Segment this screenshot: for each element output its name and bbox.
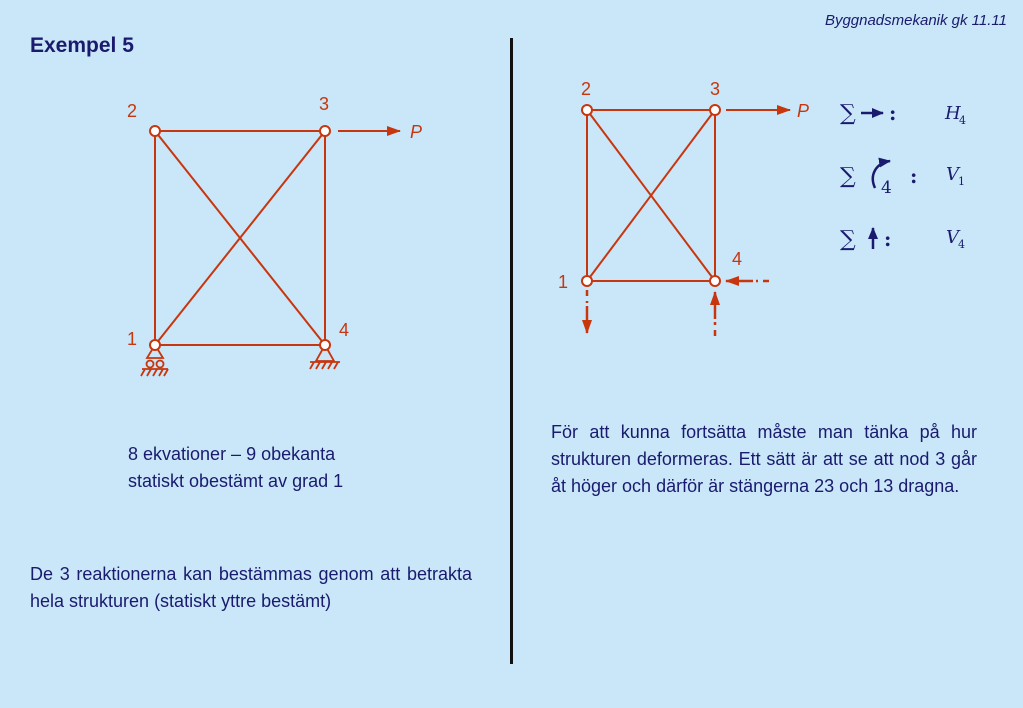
member-13 <box>586 109 716 282</box>
left-truss <box>154 130 326 346</box>
sum-symbol: ∑ <box>840 227 856 252</box>
equation-colon: : <box>884 227 891 251</box>
moment-node: 4 <box>881 178 892 198</box>
node-4 <box>319 339 331 351</box>
node-label-4: 4 <box>732 249 742 269</box>
course-header: Byggnadsmekanik gk 11.11 <box>824 12 1007 29</box>
node-label-4: 4 <box>339 320 349 340</box>
page-title: Exempel 5 <box>30 34 134 57</box>
equation-moment: ∑ 4 : V 1 <box>840 157 965 198</box>
node-label-3: 3 <box>710 79 720 99</box>
unknown-subscript: 1 <box>958 175 965 188</box>
node-2 <box>149 125 161 137</box>
unknown-subscript: 4 <box>958 238 965 251</box>
equation-count-line: 8 ekvationer – 9 obekanta <box>128 444 336 464</box>
equation-colon: : <box>889 101 896 125</box>
indeterminacy-line: statiskt obestämt av grad 1 <box>128 471 344 491</box>
unknown-subscript: 4 <box>959 114 966 127</box>
sum-symbol: ∑ <box>840 164 856 189</box>
sum-symbol: ∑ <box>840 101 856 126</box>
node-label-1: 1 <box>127 329 137 349</box>
right-truss <box>586 109 716 282</box>
deformation-paragraph: För att kunna fortsätta måste man tänka … <box>551 422 977 496</box>
member-13 <box>154 130 326 346</box>
unknown-symbol: V <box>946 164 961 185</box>
equation-vertical: ∑ : V 4 <box>840 227 965 252</box>
node-3 <box>709 104 721 116</box>
node-3 <box>319 125 331 137</box>
node-label-1: 1 <box>558 272 568 292</box>
unknown-symbol: V <box>946 227 961 248</box>
load-label: P <box>797 101 809 121</box>
roller-support <box>140 343 169 377</box>
unknown-symbol: H <box>944 103 961 124</box>
reactions-paragraph: De 3 reaktionerna kan bestämmas genom at… <box>30 564 472 611</box>
column-divider <box>510 38 513 664</box>
node-4 <box>709 275 721 287</box>
equation-colon: : <box>910 164 917 188</box>
equation-count-note: 8 ekvationer – 9 obekanta statiskt obest… <box>128 441 428 495</box>
node-1 <box>149 339 161 351</box>
moment-arrow-icon <box>871 157 891 189</box>
node-label-3: 3 <box>319 94 329 114</box>
node-label-2: 2 <box>581 79 591 99</box>
node-2 <box>581 104 593 116</box>
pin-support <box>309 343 340 370</box>
load-label: P <box>410 122 422 142</box>
node-label-2: 2 <box>127 101 137 121</box>
equation-horizontal: ∑ : H 4 <box>840 101 966 127</box>
node-1 <box>581 275 593 287</box>
